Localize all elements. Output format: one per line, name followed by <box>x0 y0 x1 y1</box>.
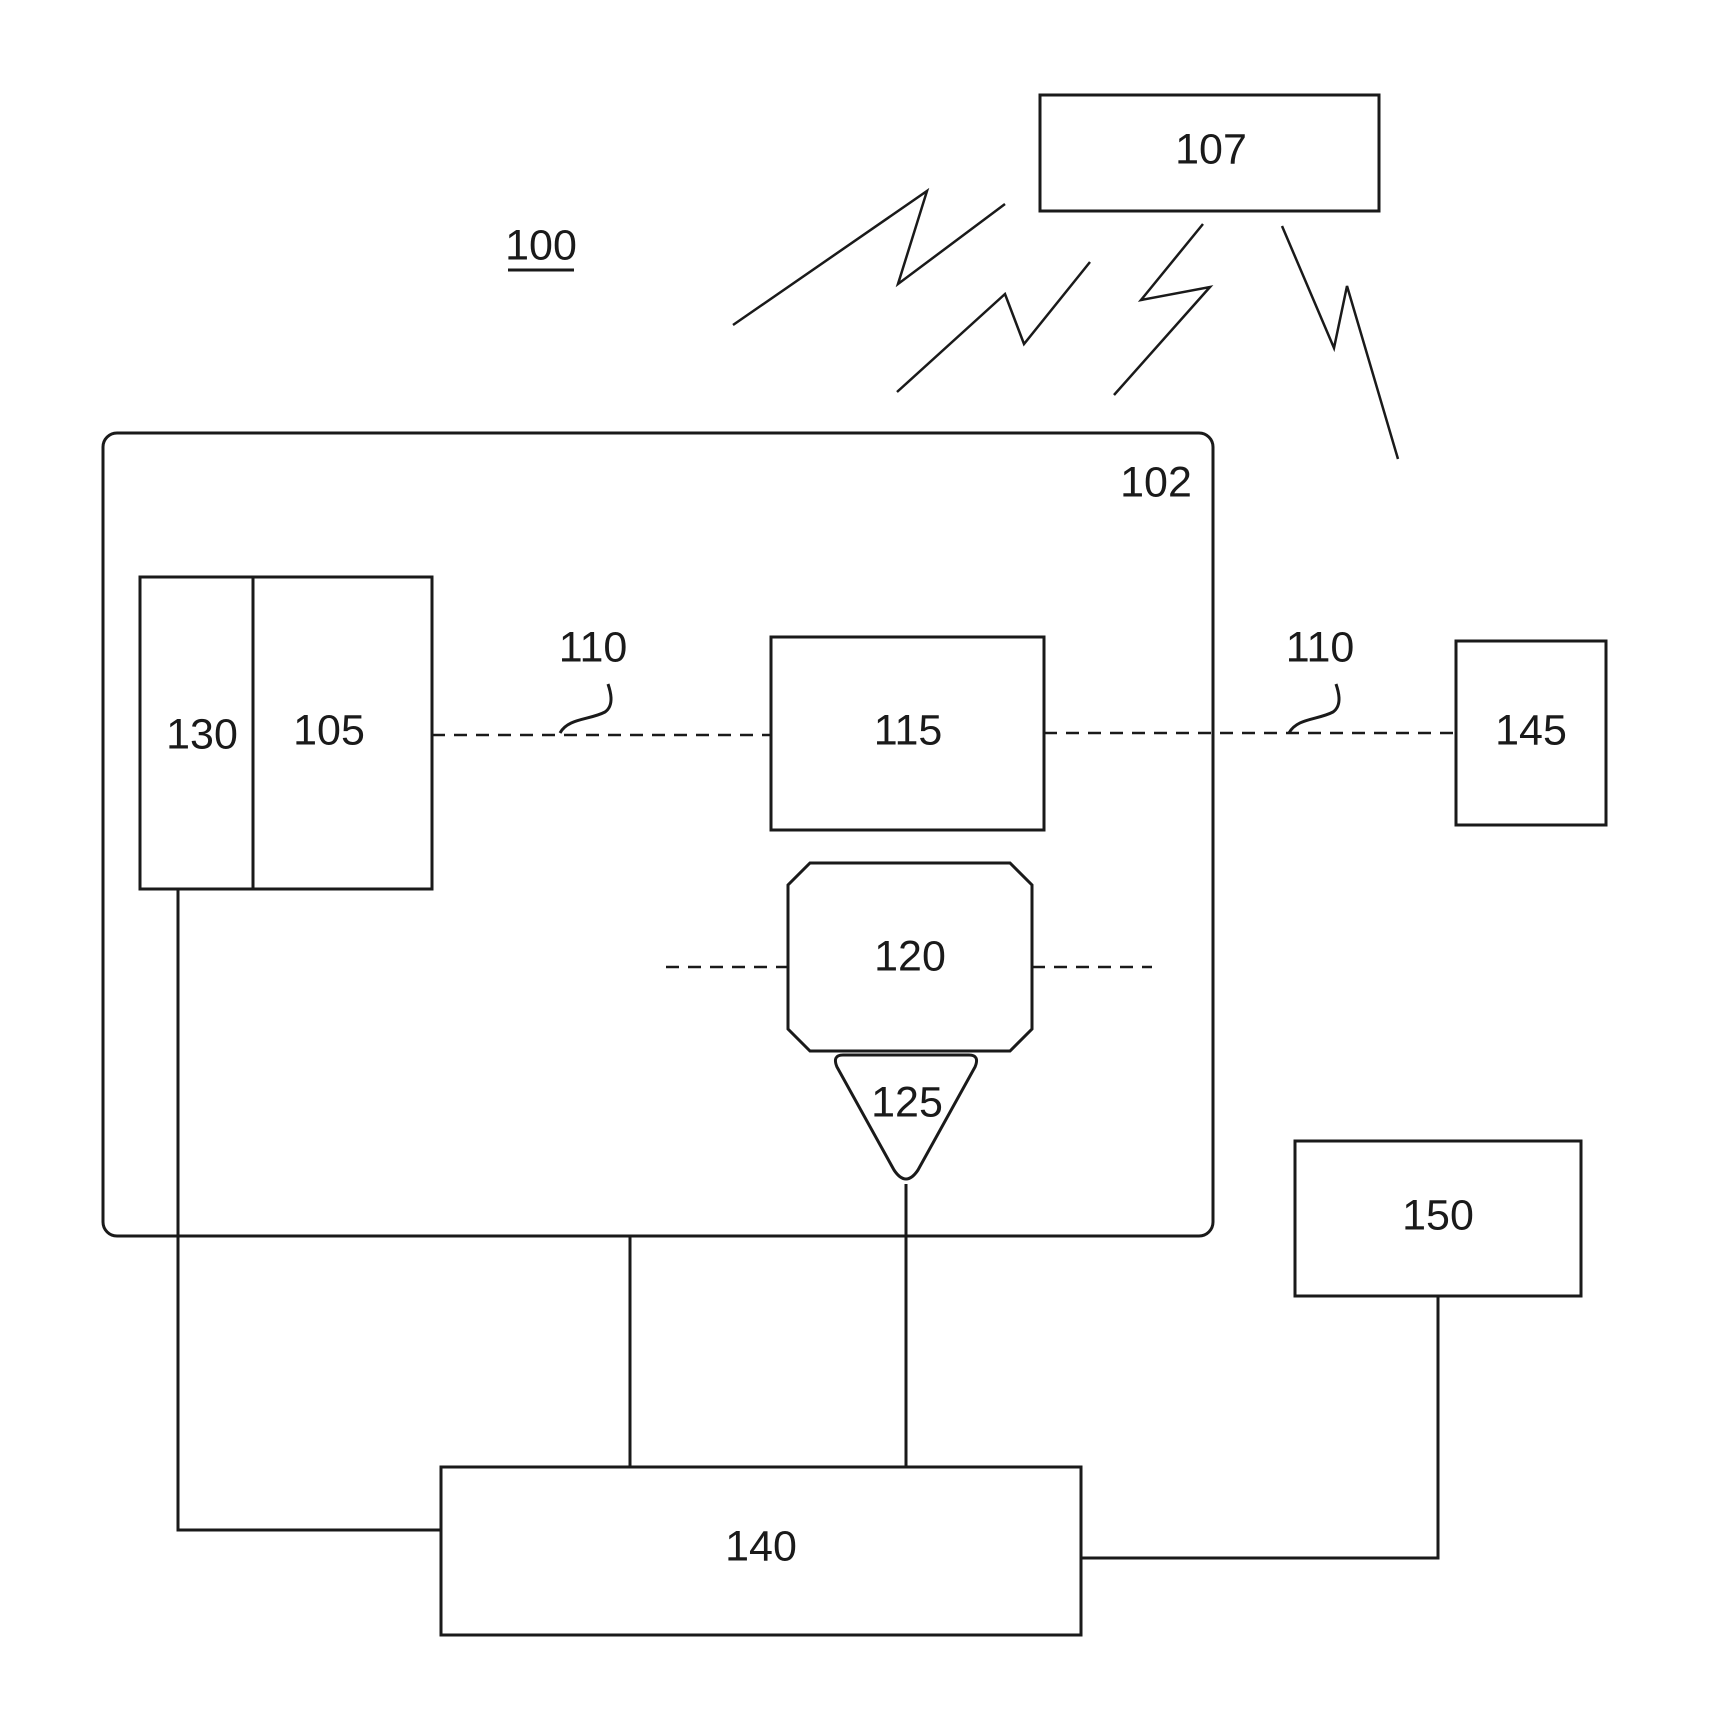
label-120: 120 <box>874 932 946 980</box>
leader-110-right <box>1289 684 1339 733</box>
label-105: 105 <box>293 706 365 754</box>
wireless-signal-4 <box>1282 226 1398 459</box>
label-125: 125 <box>871 1078 943 1126</box>
connector-150-140 <box>1081 1296 1438 1558</box>
label-110-left: 110 <box>559 623 628 671</box>
label-140: 140 <box>725 1522 797 1570</box>
wireless-signal-1 <box>733 191 1005 325</box>
label-107: 107 <box>1175 125 1247 173</box>
label-110-right: 110 <box>1286 623 1355 671</box>
label-145: 145 <box>1495 706 1567 754</box>
label-130: 130 <box>166 710 238 758</box>
label-102: 102 <box>1120 458 1192 506</box>
wireless-signal-3 <box>1114 224 1210 395</box>
label-115: 115 <box>874 706 943 754</box>
label-150: 150 <box>1402 1191 1474 1239</box>
label-100: 100 <box>505 221 577 269</box>
wireless-signal-2 <box>897 262 1090 392</box>
